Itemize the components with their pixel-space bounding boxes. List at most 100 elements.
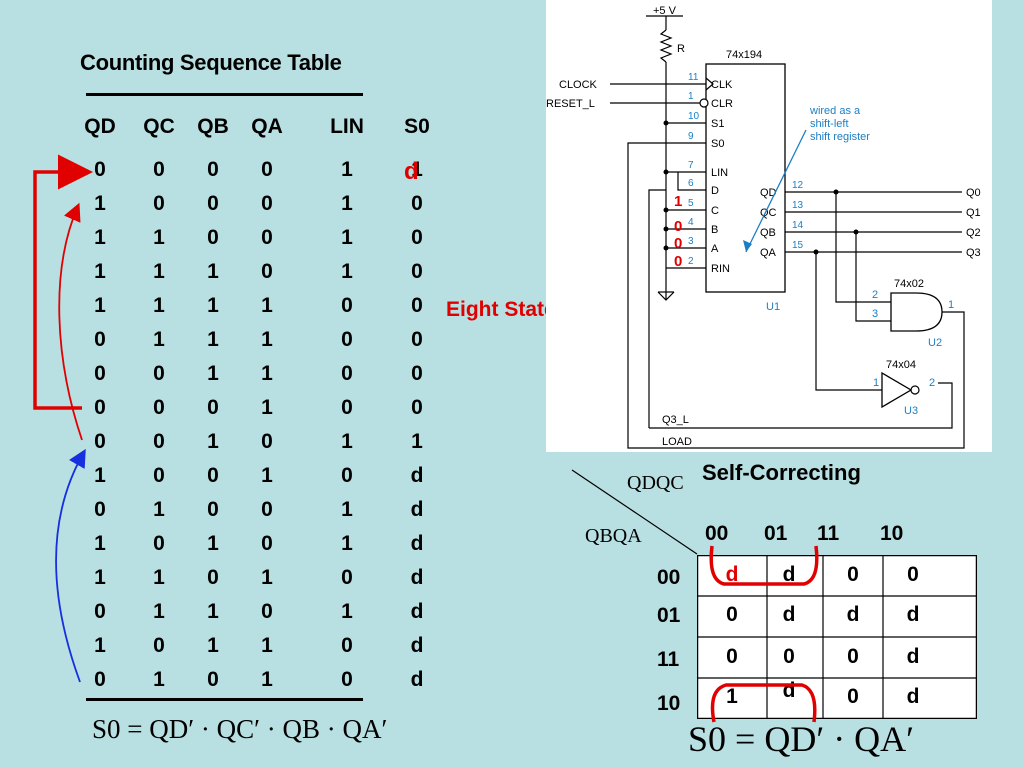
kmap-cell: 0: [726, 645, 738, 668]
table-cell: 0: [207, 498, 219, 521]
chip-u1-ref: U1: [766, 301, 780, 313]
table-cell: 1: [94, 634, 106, 657]
chip-u3-ref: U3: [904, 405, 918, 417]
u1-pin-num: 7: [688, 160, 694, 171]
table-cell: 1: [341, 226, 353, 249]
kmap-row-header: 00: [657, 566, 681, 589]
kmap-row-header: 11: [657, 648, 680, 671]
table-cell: 0: [207, 158, 219, 181]
table-cell: 0: [207, 226, 219, 249]
table-header-lin: LIN: [330, 115, 364, 138]
table-cell: 1: [261, 396, 273, 419]
table-cell: 0: [261, 226, 273, 249]
table-cell: 1: [261, 634, 273, 657]
table-cell: d: [410, 532, 424, 555]
table-cell: 0: [94, 498, 106, 521]
table-cell: 0: [207, 668, 219, 691]
output-q3: Q3: [966, 247, 981, 259]
table-cell: 0: [261, 260, 273, 283]
table-cell: 1: [207, 600, 219, 623]
table-cell: 1: [207, 532, 219, 555]
table-cell: 0: [153, 362, 165, 385]
kmap-col-header: 10: [880, 522, 904, 545]
curve-arrow-blue: [55, 448, 86, 683]
kmap-cell: d: [725, 563, 739, 586]
table-cell: 0: [411, 260, 423, 283]
u1-pin-qd: QD: [760, 187, 777, 199]
table-cell: 0: [153, 464, 165, 487]
table-cell: 0: [411, 226, 423, 249]
u1-pin-d: D: [711, 185, 719, 197]
kmap-row-var: QBQA: [585, 525, 642, 547]
table-cell: d: [410, 634, 424, 657]
table-cell: 0: [261, 158, 273, 181]
u1-pin-clr: CLR: [711, 98, 733, 110]
table-cell: 0: [261, 192, 273, 215]
kmap-cell: d: [906, 603, 920, 626]
table-cell: 1: [207, 260, 219, 283]
table-header-qd: QD: [84, 115, 116, 138]
chip-u2-label: 74x02: [894, 278, 924, 290]
kmap-cell: d: [782, 563, 796, 586]
table-cell: 1: [153, 328, 165, 351]
table-cell: 1: [94, 226, 106, 249]
table-cell: 1: [153, 668, 165, 691]
table-cell: 1: [261, 328, 273, 351]
reset-label: RESET_L: [546, 98, 595, 110]
table-cell: 0: [153, 192, 165, 215]
table-cell: 0: [261, 532, 273, 555]
table-cell: 0: [207, 396, 219, 419]
s0-overlay-d: d: [404, 158, 419, 185]
table-cell: 1: [153, 566, 165, 589]
table-cell: 0: [94, 362, 106, 385]
dcba-value-d: 1: [674, 193, 682, 210]
kmap-cell: 0: [907, 563, 919, 586]
table-cell: 0: [207, 192, 219, 215]
table-cell: 0: [411, 396, 423, 419]
table-cell: 1: [153, 498, 165, 521]
table-cell: 1: [207, 634, 219, 657]
table-cell: 1: [411, 158, 423, 181]
u1-pin-qa: QA: [760, 247, 777, 259]
table-cell: 0: [153, 532, 165, 555]
kmap-col-header: 11: [817, 522, 840, 545]
table-cell: 1: [94, 294, 106, 317]
note-line-3: shift register: [810, 131, 870, 143]
kmap-row-header: 10: [657, 692, 681, 715]
table-cell: 0: [261, 430, 273, 453]
u1-pin-num: 1: [688, 91, 694, 102]
kmap-col-header: 00: [705, 522, 729, 545]
chip-u2-ref: U2: [928, 337, 942, 349]
kmap-cell: d: [782, 603, 796, 626]
u1-pin-num: 4: [688, 217, 694, 228]
kmap-groupings: [709, 545, 819, 723]
dcba-value-b: 0: [674, 235, 682, 252]
kmap-row-header: 01: [657, 604, 681, 627]
table-cell: 0: [94, 396, 106, 419]
u1-pin-s1: S1: [711, 118, 724, 130]
table-cell: 1: [207, 362, 219, 385]
table-cell: 0: [153, 634, 165, 657]
chip-u1-label: 74x194: [726, 49, 762, 61]
table-cell: 1: [261, 362, 273, 385]
table-cell: 1: [94, 532, 106, 555]
table-top-rule: [86, 93, 363, 96]
loop-arrow: [33, 154, 93, 410]
table-cell: 1: [341, 260, 353, 283]
table-cell: 1: [261, 464, 273, 487]
u1-pin-num: 11: [688, 72, 699, 83]
note-line-2: shift-left: [810, 118, 849, 130]
chip-u3-label: 74x04: [886, 359, 916, 371]
dcba-value-a: 0: [674, 253, 682, 270]
table-cell: 0: [411, 362, 423, 385]
group-bottom: [710, 683, 817, 723]
u1-pin-s0: S0: [711, 138, 724, 150]
kmap-cell: 0: [726, 603, 738, 626]
kmap-cell: 0: [847, 563, 859, 586]
table-cell: 1: [261, 668, 273, 691]
table-cell: 1: [207, 328, 219, 351]
resistor-label: R: [677, 43, 685, 55]
table-cell: 0: [207, 566, 219, 589]
